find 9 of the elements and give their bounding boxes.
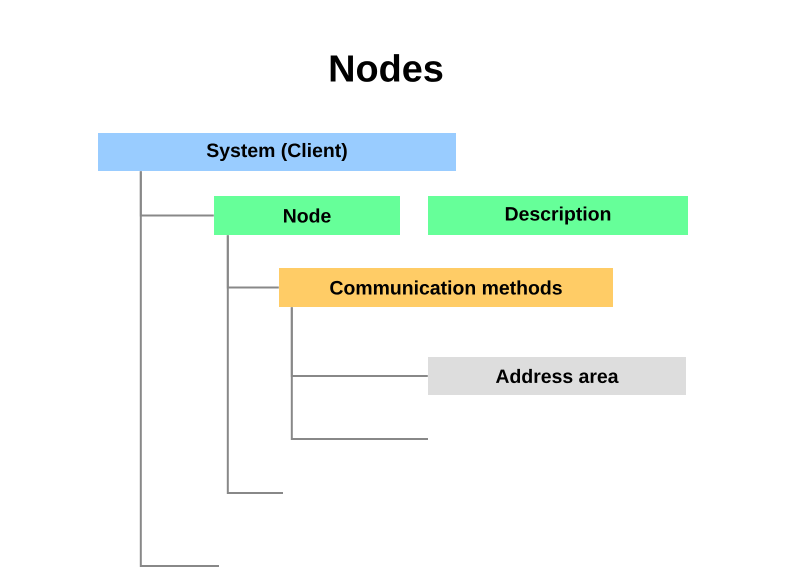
label-box: Address area [428, 357, 686, 395]
label-box: Communication methods [279, 268, 613, 307]
connector-line [140, 171, 219, 567]
label-box: Node [214, 196, 400, 235]
title: Nodes [330, 54, 442, 82]
connector-line [226, 235, 283, 494]
connector-line [290, 307, 428, 440]
label-box: Description [428, 196, 688, 235]
label-box: System (Client) [98, 133, 456, 171]
